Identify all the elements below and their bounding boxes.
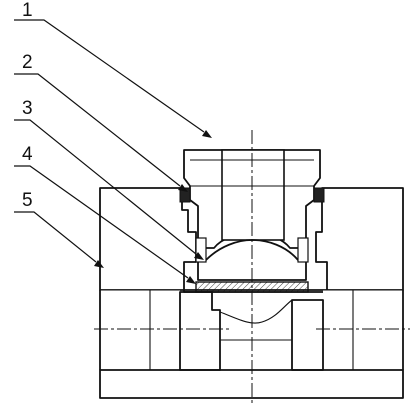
valve-disc	[195, 237, 309, 281]
centerlines	[94, 130, 410, 404]
leader-lines	[14, 19, 212, 284]
callout-5: 5	[22, 190, 33, 211]
callout-labels: 1 2 3 4 5	[22, 0, 33, 211]
callout-1: 1	[22, 0, 33, 21]
callout-2: 2	[22, 52, 33, 73]
valve-body	[99, 187, 404, 399]
callout-4: 4	[22, 144, 33, 165]
callout-3: 3	[22, 98, 33, 119]
cap-plug	[183, 149, 321, 249]
